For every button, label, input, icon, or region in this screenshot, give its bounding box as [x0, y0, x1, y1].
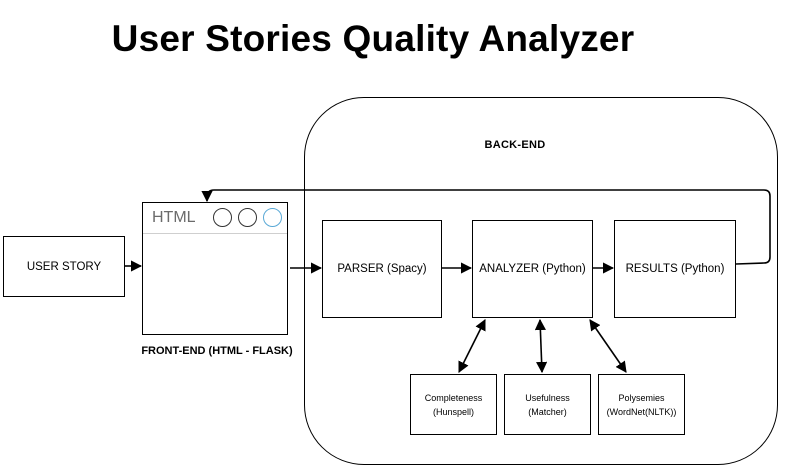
polysemies-label: Polysemies [618, 392, 665, 403]
arrow-analyzer-completeness [458, 318, 486, 374]
parser-box: PARSER (Spacy) [322, 220, 442, 318]
browser-title: HTML [152, 209, 196, 226]
usefulness-tool: (Matcher) [528, 406, 567, 417]
page-title: User Stories Quality Analyzer [111, 18, 635, 59]
arrow-analyzer-polysemies [589, 319, 627, 373]
parser-label: PARSER (Spacy) [337, 263, 427, 275]
user-story-label: USER STORY [26, 260, 102, 273]
completeness-box: Completeness (Hunspell) [410, 374, 497, 435]
backend-label: BACK-END [484, 139, 546, 151]
results-box: RESULTS (Python) [614, 220, 736, 318]
browser-circle-icon [213, 208, 232, 227]
polysemies-tool: (WordNet(NLTK)) [606, 406, 677, 417]
backend-container [304, 97, 778, 465]
results-label: RESULTS (Python) [625, 263, 725, 275]
browser-circle-accent-icon [263, 208, 282, 227]
analyzer-box: ANALYZER (Python) [472, 220, 593, 318]
completeness-label: Completeness [424, 392, 483, 403]
polysemies-box: Polysemies (WordNet(NLTK)) [598, 374, 685, 435]
user-story-box: USER STORY [3, 236, 125, 297]
arrow-analyzer-usefulness [534, 318, 548, 374]
completeness-tool: (Hunspell) [432, 406, 474, 417]
usefulness-label: Usefulness [525, 392, 570, 403]
browser-circle-icon [238, 208, 257, 227]
arrow-results-to-frontend [201, 189, 771, 265]
usefulness-box: Usefulness (Matcher) [504, 374, 591, 435]
browser-title-bar: HTML [143, 203, 287, 234]
frontend-browser-window: HTML [142, 202, 288, 335]
analyzer-label: ANALYZER (Python) [479, 263, 586, 275]
frontend-label: FRONT-END (HTML - FLASK) [141, 345, 293, 357]
